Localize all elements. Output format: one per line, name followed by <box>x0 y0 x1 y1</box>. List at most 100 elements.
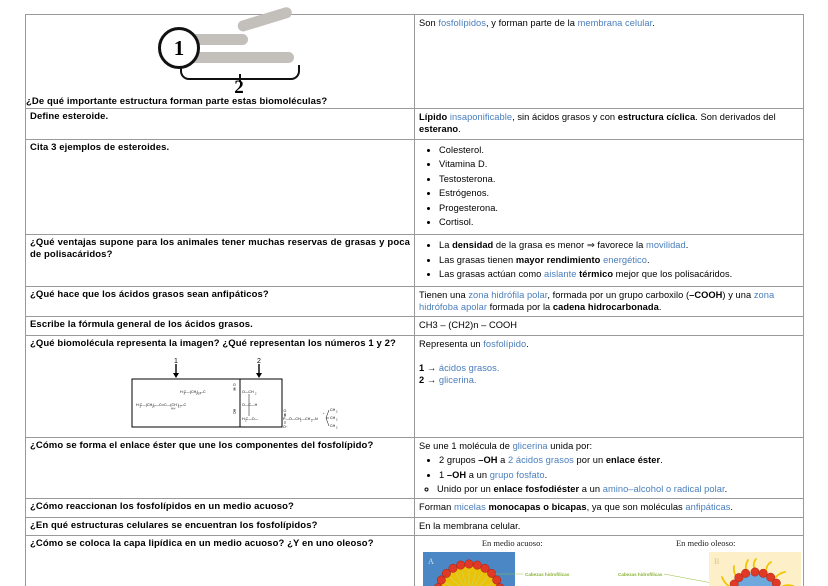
svg-text:O—C—H: O—C—H <box>242 403 258 407</box>
figure-medio-acuoso: En medio acuoso: A <box>423 538 602 586</box>
micelle-figures-row: En medio acuoso: A <box>419 537 802 586</box>
answer-sub-bullet-list: Unido por un enlace fosfodiéster a un am… <box>419 483 799 495</box>
svg-text:–: – <box>286 425 288 428</box>
svg-text:3: 3 <box>336 418 338 421</box>
svg-text:CH: CH <box>330 424 336 428</box>
head-label-text: 1 <box>173 35 185 60</box>
figure-badge-b: B <box>714 557 719 566</box>
list-item: Vitamina D. <box>439 158 799 170</box>
svg-text:O: O <box>233 383 236 387</box>
answer-rich: Lípido insaponificable, sin ácidos graso… <box>419 112 776 135</box>
answer-line-2: 2 → glicerina. <box>419 375 477 386</box>
svg-text:O: O <box>284 409 287 413</box>
answer-line-1: 1 → ácidos grasos. <box>419 362 500 373</box>
tail-upper <box>182 34 248 45</box>
svg-text:H C—(CH ) —C: H C—(CH ) —C <box>180 390 206 394</box>
questions-answers-table: 1 2 ¿De qué importante estructura forman… <box>25 5 804 586</box>
svg-text:CH: CH <box>330 416 336 420</box>
svg-text:O—CH: O—CH <box>242 390 254 394</box>
micelle-oleoso-svg: Cabezas hidrofílicas Colas hidrofóbicas … <box>618 551 802 586</box>
answer-medio-acuoso: Forman micelas monocapas o bicapas, ya q… <box>414 498 804 518</box>
svg-text:2: 2 <box>300 419 302 422</box>
svg-text:H H: H H <box>171 407 176 410</box>
question-medio-acuoso: ¿Cómo reaccionan los fosfolípidos en un … <box>25 498 415 518</box>
list-item: 1 –OH a un grupo fosfato. <box>439 469 799 481</box>
answer-formula-general: CH3 – (CH2)n – COOH <box>414 316 804 336</box>
svg-text:2 14: 2 14 <box>196 392 201 395</box>
answer-enlace-ester: Se une 1 molécula de glicerina unida por… <box>414 436 804 500</box>
phospholipid-structure-figure: 1 2 H C—(CH ) —C <box>30 354 410 432</box>
figure-caption-oleoso: En medio oleoso: <box>675 537 736 548</box>
svg-text:O: O <box>233 411 236 415</box>
cell-answer-biomoleculas: Son fosfolípidos, y forman parte de la m… <box>414 14 804 109</box>
list-item: La densidad de la grasa es menor ⇒ favor… <box>439 239 799 251</box>
answer-rich: Forman micelas monocapas o bicapas, ya q… <box>419 502 734 513</box>
table-row: ¿Cómo se forma el enlace éster que une l… <box>25 436 804 500</box>
svg-text:+: + <box>323 412 325 415</box>
figure-caption-acuoso: En medio acuoso: <box>481 537 543 548</box>
question-formula-general: Escribe la fórmula general de los ácidos… <box>25 316 415 336</box>
list-item: Las grasas actúan como aislante térmico … <box>439 268 799 280</box>
question-define-esteroide: Define esteroide. <box>25 108 415 140</box>
label-cabezas-hidrofilicas-acuoso: Cabezas hidrofílicas <box>525 572 570 577</box>
question-ejemplos-esteroides: Cita 3 ejemplos de esteroides. <box>25 138 415 236</box>
list-item: Testosterona. <box>439 173 799 185</box>
answer-rich: Son fosfolípidos, y forman parte de la m… <box>419 18 655 28</box>
svg-text:2: 2 <box>311 419 313 422</box>
list-item: 2 grupos –OH a 2 ácidos grasos por un en… <box>439 454 799 466</box>
answer-bullet-list: Colesterol. Vitamina D. Testosterona. Estró… <box>419 144 799 229</box>
question-anfipaticos: ¿Qué hace que los ácidos grasos sean anf… <box>25 285 415 318</box>
micelle-acuoso-svg: A <box>423 551 570 586</box>
answer-rich: Tienen una zona hidrófila polar, formada… <box>419 289 775 312</box>
svg-text:2: 2 <box>255 392 257 395</box>
answer-bullet-list: 2 grupos –OH a 2 ácidos grasos por un en… <box>419 454 799 481</box>
brace-tick <box>239 74 241 82</box>
question-ventajas-grasas: ¿Qué ventajas supone para los animales t… <box>25 234 415 287</box>
question-enlace-ester: ¿Cómo se forma el enlace éster que une l… <box>25 436 415 500</box>
svg-text:3: 3 <box>184 392 186 395</box>
table-row: ¿Cómo se coloca la capa lipídica en un m… <box>25 534 804 586</box>
table-row: Escribe la fórmula general de los ácidos… <box>25 316 804 336</box>
tail-lower <box>182 52 294 63</box>
svg-text:3: 3 <box>140 405 142 408</box>
answer-intro: Se une 1 molécula de glicerina unida por… <box>419 440 593 451</box>
svg-text:P—O—CH —CH —N: P—O—CH —CH —N <box>283 417 318 421</box>
figure-medio-oleoso: En medio oleoso: Cabezas hidrofílicas Co… <box>616 537 802 586</box>
question-biomolecula-imagen: ¿Qué biomolécula representa la imagen? ¿… <box>30 337 396 349</box>
table-row: ¿En qué estructuras celulares se encuent… <box>25 516 804 536</box>
svg-text:H C—(CH ) —C═C—(CH ) —C: H C—(CH ) —C═C—(CH ) —C <box>136 403 186 407</box>
answer-estructuras-celulares: En la membrana celular. <box>414 516 804 536</box>
list-item: Colesterol. <box>439 144 799 156</box>
svg-text:2 7: 2 7 <box>178 405 182 408</box>
cell-question-biomolecula-imagen: ¿Qué biomolécula representa la imagen? ¿… <box>25 334 415 438</box>
table-row: ¿Qué hace que los ácidos grasos sean anf… <box>25 285 804 318</box>
svg-text:2: 2 <box>245 419 247 422</box>
tail-upper-bent <box>236 5 294 33</box>
table-row: ¿Qué biomolécula representa la imagen? ¿… <box>25 334 804 438</box>
table-row: ¿Qué ventajas supone para los animales t… <box>25 234 804 287</box>
question-capa-lipidica: ¿Cómo se coloca la capa lipídica en un m… <box>25 534 415 586</box>
svg-text:3: 3 <box>336 410 338 413</box>
chem-pointer-1-label: 1 <box>174 358 178 365</box>
table-row: Define esteroide. Lípido insaponificable… <box>25 108 804 140</box>
cell-answer-biomolecula-imagen: Representa un fosfolípido. 1 → ácidos gr… <box>414 334 804 438</box>
svg-text:2 7: 2 7 <box>152 405 156 408</box>
answer-anfipaticos: Tienen una zona hidrófila polar, formada… <box>414 285 804 318</box>
answer-rich: Representa un fosfolípido. <box>419 338 529 349</box>
list-item: Progesterona. <box>439 202 799 214</box>
list-item: Las grasas tienen mayor rendimiento ener… <box>439 254 799 266</box>
list-item: Estrógenos. <box>439 187 799 199</box>
figure-badge-a: A <box>428 557 434 566</box>
question-estructuras-celulares: ¿En qué estructuras celulares se encuent… <box>25 516 415 536</box>
svg-text:CH: CH <box>330 408 336 412</box>
question-text: ¿De qué importante estructura forman par… <box>26 95 328 107</box>
list-item: Unido por un enlace fosfodiéster a un am… <box>437 483 799 495</box>
label-cabezas-hidrofilicas-oleoso: Cabezas hidrofílicas <box>618 572 663 577</box>
head-label-circle: 1 <box>158 27 200 69</box>
table-row: Cita 3 ejemplos de esteroides. Colestero… <box>25 138 804 236</box>
table-row: 1 2 ¿De qué importante estructura forman… <box>25 5 804 109</box>
answer-define-esteroide: Lípido insaponificable, sin ácidos graso… <box>414 108 804 140</box>
phospholipid-pictogram: 1 2 <box>144 5 334 98</box>
list-item: Cortisol. <box>439 216 799 228</box>
